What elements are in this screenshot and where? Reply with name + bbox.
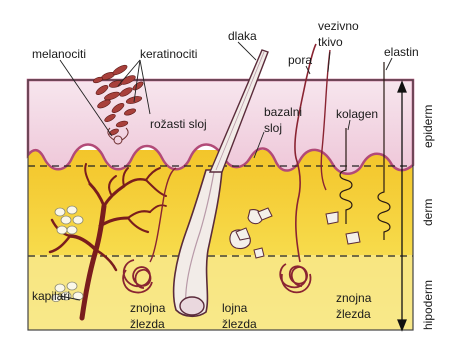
label-znojna-zlezda-right-1: znojna bbox=[336, 291, 372, 305]
label-vezivno-tkivo-1: vezivno bbox=[318, 19, 359, 33]
label-elastin: elastin bbox=[384, 45, 419, 59]
label-lojna-zlezda-1: lojna bbox=[222, 301, 248, 315]
label-epiderm: epiderm bbox=[421, 105, 435, 148]
label-kapilari: kapilari bbox=[32, 289, 70, 303]
label-lojna-zlezda-2: žlezda bbox=[222, 317, 257, 331]
label-znojna-zlezda-left-2: žlezda bbox=[130, 317, 165, 331]
label-melanociti: melanociti bbox=[32, 47, 86, 61]
label-vezivno-tkivo-2: tkivo bbox=[318, 35, 343, 49]
label-znojna-zlezda-right-2: žlezda bbox=[336, 307, 371, 321]
label-hipoderm: hipoderm bbox=[421, 280, 435, 330]
label-keratinociti: keratinociti bbox=[140, 47, 197, 61]
label-dlaka: dlaka bbox=[228, 29, 257, 43]
label-pora: pora bbox=[288, 53, 312, 67]
label-kolagen: kolagen bbox=[336, 107, 378, 121]
label-bazalni-sloj-2: sloj bbox=[264, 121, 282, 135]
label-bazalni-sloj-1: bazalni bbox=[264, 105, 302, 119]
label-derm: derm bbox=[421, 199, 435, 226]
label-znojna-zlezda-left-1: znojna bbox=[130, 301, 166, 315]
label-rozasti-sloj: rožasti sloj bbox=[150, 117, 207, 131]
